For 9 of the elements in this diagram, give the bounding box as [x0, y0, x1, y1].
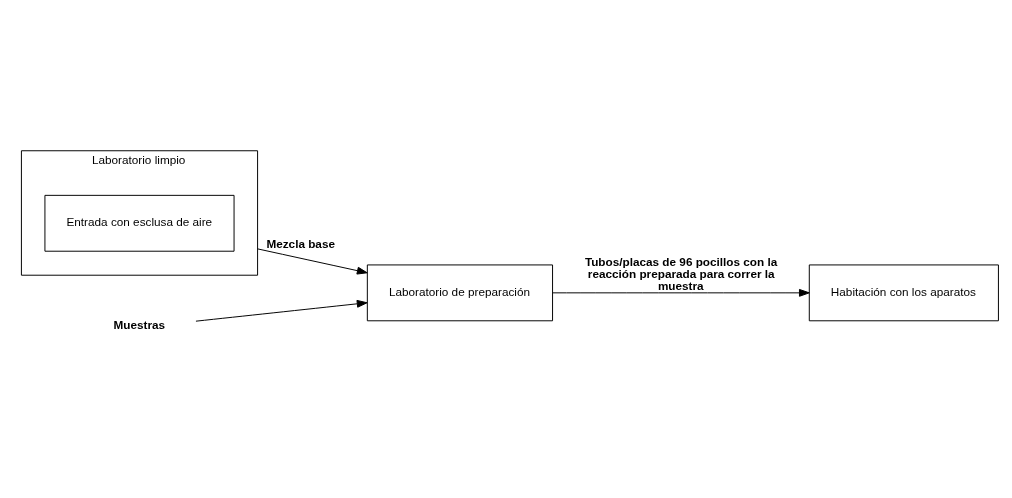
node-box: Habitación con los aparatos — [808, 264, 999, 322]
arrow — [195, 299, 368, 322]
node-box: Entrada con esclusa de aire — [44, 194, 235, 252]
arrow — [257, 248, 368, 275]
edge-label: Mezcla base — [266, 237, 335, 251]
edge-label: Tubos/placas de 96 pocillos con la reacción preparada para correr la muestra — [584, 255, 778, 292]
node-text: Muestras — [113, 318, 166, 332]
node-box: Laboratorio de preparación — [366, 264, 554, 322]
arrow — [552, 288, 810, 297]
